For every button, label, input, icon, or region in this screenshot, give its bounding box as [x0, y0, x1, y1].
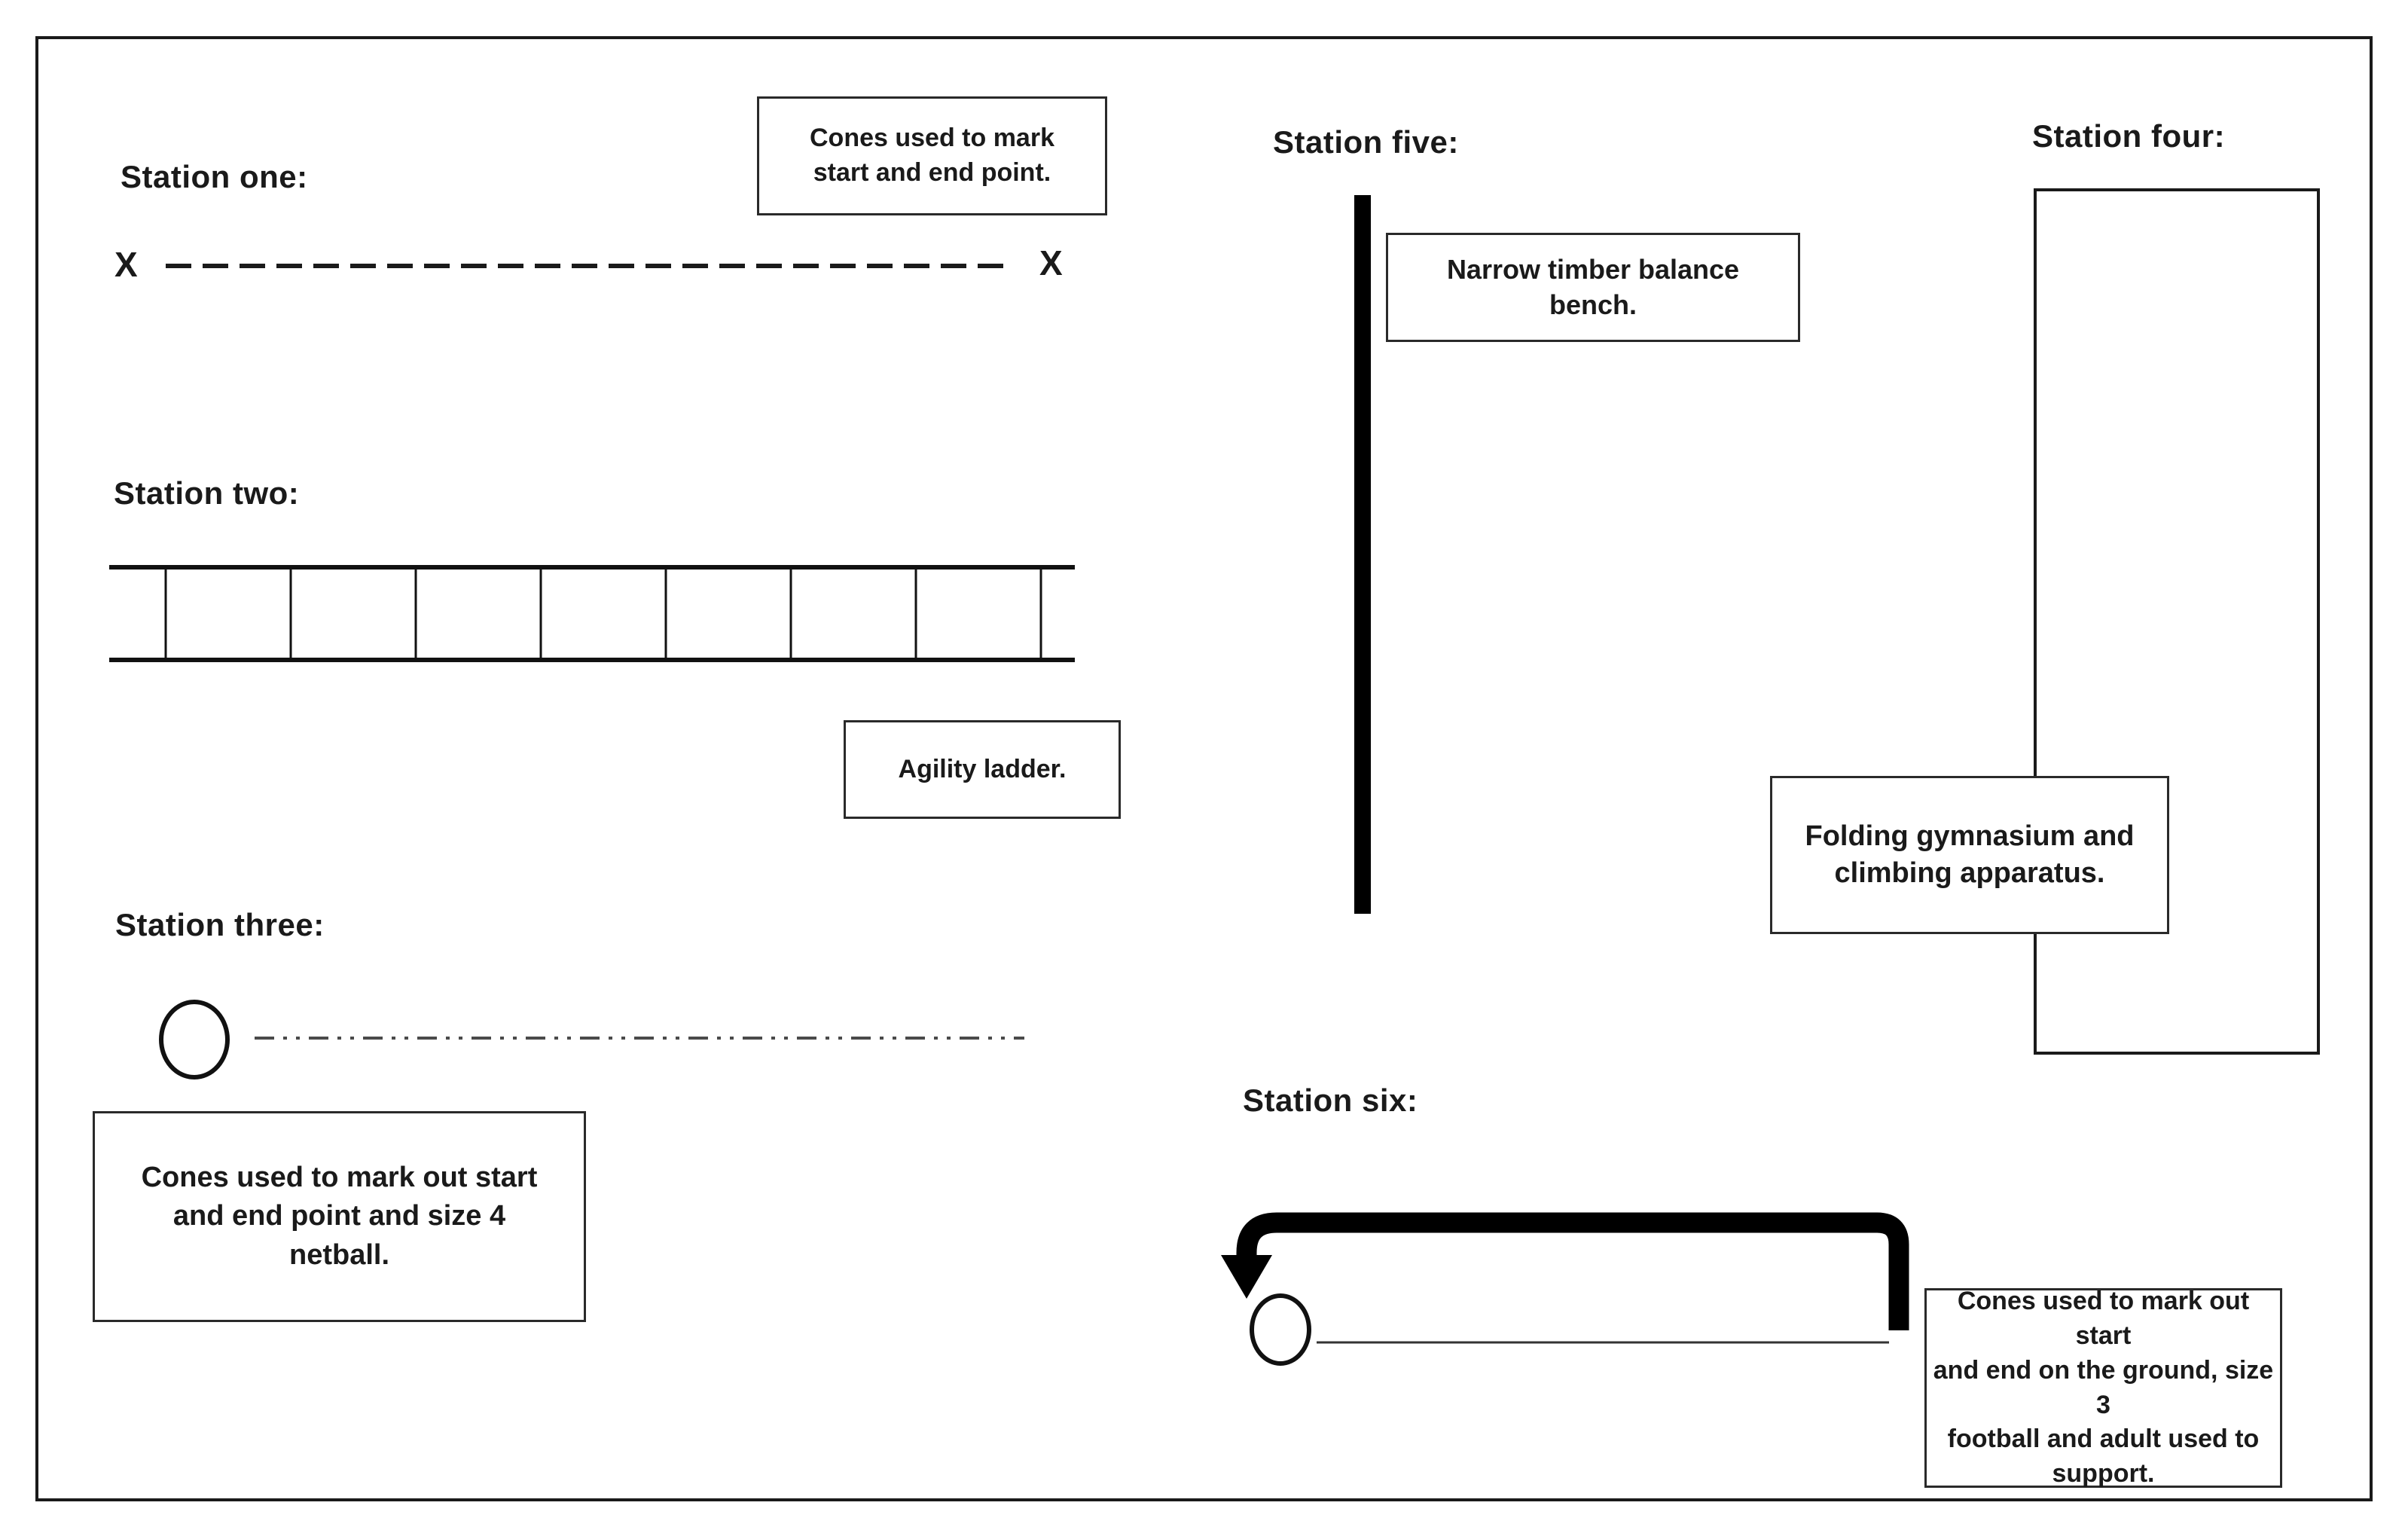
arrowhead-down-icon — [1221, 1255, 1272, 1299]
station-one-note-box: Cones used to mark start and end point. — [757, 96, 1107, 215]
station-four-heading: Station four: — [2032, 118, 2226, 154]
station-six-note-box: Cones used to mark out start and end on … — [1924, 1287, 2282, 1488]
note-line: netball. — [288, 1238, 390, 1271]
note-line: climbing apparatus. — [1834, 857, 2105, 889]
note-line: football and adult used to — [1947, 1425, 2260, 1454]
station-five-note-box: Narrow timber balance bench. — [1386, 233, 1800, 342]
station-two-note-box: Agility ladder. — [844, 720, 1121, 819]
note-line: start and end point. — [813, 158, 1051, 187]
throw-arc-arrow — [1236, 1212, 1909, 1330]
station-three-note-box: Cones used to mark out start and end poi… — [93, 1111, 586, 1322]
agility-ladder — [109, 565, 1075, 662]
station-one-heading: Station one: — [121, 159, 308, 194]
note-line: bench. — [1549, 289, 1637, 320]
note-line: Cones used to mark out start — [1957, 1286, 2250, 1350]
note-line: Narrow timber balance — [1446, 253, 1740, 285]
station-five-heading: Station five: — [1273, 124, 1459, 160]
note-line: and end on the ground, size 3 — [1933, 1355, 2274, 1419]
station-two-heading: Station two: — [114, 475, 300, 511]
station-four-note-box: Folding gymnasium and climbing apparatus… — [1770, 776, 2169, 934]
note-line: Cones used to mark — [810, 124, 1054, 153]
balance-bench-bar — [1354, 195, 1371, 914]
station-six-heading: Station six: — [1243, 1083, 1418, 1118]
note-line: Folding gymnasium and — [1805, 820, 2135, 852]
netball-circle-icon — [159, 1000, 230, 1080]
note-line: support. — [2052, 1459, 2155, 1489]
note-line: Cones used to mark out start — [141, 1162, 538, 1194]
apparatus-area-rect — [2034, 188, 2320, 1055]
end-marker-x: X — [1039, 243, 1063, 282]
football-circle-icon — [1250, 1293, 1311, 1366]
station-three-heading: Station three: — [115, 907, 325, 942]
start-marker-x: X — [114, 245, 138, 284]
note-line: Agility ladder. — [898, 754, 1067, 783]
note-line: and end point and size 4 — [172, 1200, 506, 1232]
